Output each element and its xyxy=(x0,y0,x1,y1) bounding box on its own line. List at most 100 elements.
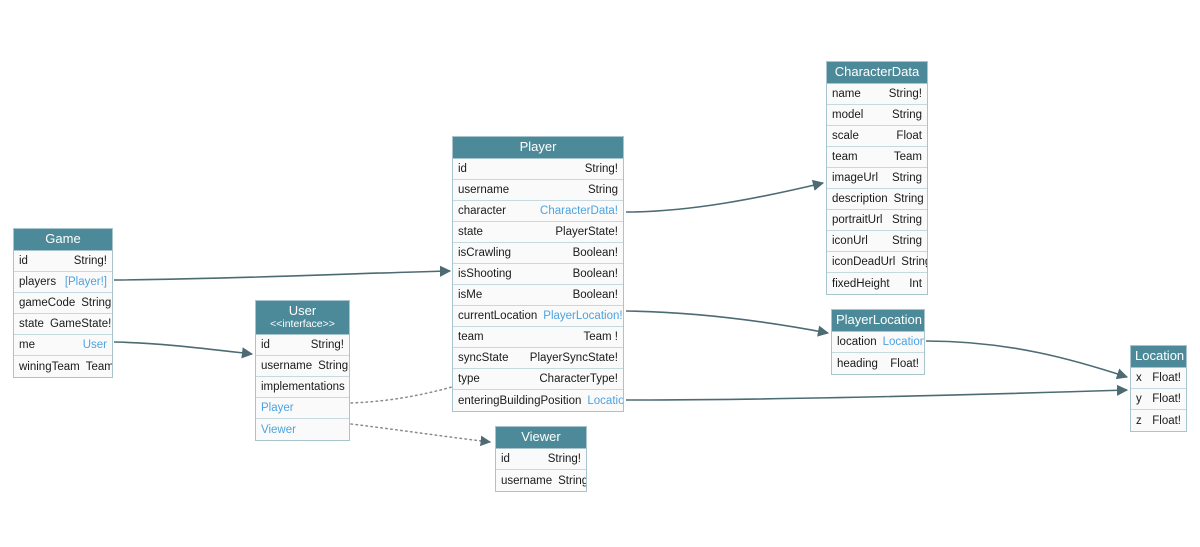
field-name: isCrawling xyxy=(458,247,512,259)
field-name: id xyxy=(19,255,28,267)
field-name: syncState xyxy=(458,352,509,364)
table-row[interactable]: gameCode String! xyxy=(14,293,112,314)
table-row[interactable]: type CharacterType! xyxy=(453,369,623,390)
table-row[interactable]: team Team xyxy=(827,147,927,168)
table-row[interactable]: name String! xyxy=(827,84,927,105)
entity-viewer[interactable]: Viewer id String! username String xyxy=(495,426,587,492)
field-name: team xyxy=(832,151,858,163)
entity-game[interactable]: Game id String! players [Player!] gameCo… xyxy=(13,228,113,378)
entity-location[interactable]: Location x Float! y Float! z Float! xyxy=(1130,345,1187,432)
entity-viewer-title: Viewer xyxy=(496,427,586,449)
implementation-name[interactable]: Player xyxy=(261,402,294,414)
table-row[interactable]: state GameState! xyxy=(14,314,112,335)
table-row[interactable]: isMe Boolean! xyxy=(453,285,623,306)
edge-player-enteringbuildingposition-to-location xyxy=(625,384,1129,401)
field-name: iconUrl xyxy=(832,235,868,247)
field-type[interactable]: CharacterData! xyxy=(540,205,618,217)
field-name: y xyxy=(1136,393,1142,405)
field-name: location xyxy=(837,336,877,348)
field-type[interactable]: Location xyxy=(587,394,623,407)
table-row[interactable]: z Float! xyxy=(1131,410,1186,431)
table-row[interactable]: location Location! xyxy=(832,332,924,353)
field-type: String xyxy=(901,256,927,268)
field-type: String xyxy=(891,235,922,247)
field-name: name xyxy=(832,88,861,100)
edge-playerlocation-location-to-location xyxy=(925,340,1129,380)
field-type: String xyxy=(891,214,922,226)
table-row[interactable]: winingTeam Team xyxy=(14,356,112,377)
table-row[interactable]: me User xyxy=(14,335,112,356)
table-row[interactable]: username String xyxy=(256,356,349,377)
entity-user-title: User <<interface>> xyxy=(256,301,349,335)
implementation-name[interactable]: Viewer xyxy=(261,423,296,436)
field-type: Float xyxy=(896,130,922,142)
field-name: id xyxy=(458,163,467,175)
field-name: players xyxy=(19,276,57,288)
table-row[interactable]: syncState PlayerSyncState! xyxy=(453,348,623,369)
table-row[interactable]: iconUrl String xyxy=(827,231,927,252)
table-row[interactable]: scale Float xyxy=(827,126,927,147)
field-name: username xyxy=(501,474,553,487)
entity-location-title: Location xyxy=(1131,346,1186,368)
implementation-viewer[interactable]: Viewer xyxy=(256,419,349,440)
table-row[interactable]: enteringBuildingPosition Location xyxy=(453,390,623,411)
table-row[interactable]: x Float! xyxy=(1131,368,1186,389)
table-row[interactable]: isShooting Boolean! xyxy=(453,264,623,285)
field-name: state xyxy=(19,318,44,330)
table-row[interactable]: isCrawling Boolean! xyxy=(453,243,623,264)
field-name: iconDeadUrl xyxy=(832,256,896,268)
field-name: isShooting xyxy=(458,268,512,280)
table-row[interactable]: players [Player!] xyxy=(14,272,112,293)
table-row[interactable]: currentLocation PlayerLocation! xyxy=(453,306,623,327)
table-row[interactable]: username String xyxy=(496,470,586,491)
table-row[interactable]: description String xyxy=(827,189,927,210)
table-row[interactable]: id String! xyxy=(256,335,349,356)
edge-player-character-to-characterdata xyxy=(625,179,825,213)
field-type: Boolean! xyxy=(572,247,618,259)
field-type: Team xyxy=(85,360,112,373)
table-row[interactable]: fixedHeight Int xyxy=(827,273,927,294)
field-name: team xyxy=(458,331,484,343)
field-type: Float! xyxy=(1152,393,1181,405)
field-name: currentLocation xyxy=(458,310,538,322)
table-row[interactable]: heading Float! xyxy=(832,353,924,374)
entity-characterdata[interactable]: CharacterData name String! model String … xyxy=(826,61,928,295)
field-name: scale xyxy=(832,130,859,142)
field-type[interactable]: PlayerLocation! xyxy=(543,310,623,322)
field-type: String xyxy=(893,193,924,205)
table-row[interactable]: character CharacterData! xyxy=(453,201,623,222)
field-name: me xyxy=(19,339,35,351)
entity-characterdata-title: CharacterData xyxy=(827,62,927,84)
field-type[interactable]: User xyxy=(82,339,107,351)
field-type: Float! xyxy=(1152,372,1181,384)
entity-user[interactable]: User <<interface>> id String! username S… xyxy=(255,300,350,441)
field-name: type xyxy=(458,373,480,385)
field-name: x xyxy=(1136,372,1142,384)
field-type[interactable]: Location! xyxy=(882,336,924,348)
field-type[interactable]: [Player!] xyxy=(64,276,107,288)
field-type: GameState! xyxy=(49,318,112,330)
implementation-player[interactable]: Player xyxy=(256,398,349,419)
field-name: id xyxy=(501,453,510,465)
entity-playerlocation[interactable]: PlayerLocation location Location! headin… xyxy=(831,309,925,375)
table-row[interactable]: portraitUrl String xyxy=(827,210,927,231)
field-name: model xyxy=(832,109,864,121)
field-name: heading xyxy=(837,357,878,370)
table-row[interactable]: imageUrl String xyxy=(827,168,927,189)
table-row[interactable]: iconDeadUrl String xyxy=(827,252,927,273)
table-row[interactable]: id String! xyxy=(496,449,586,470)
edge-game-me-to-user xyxy=(113,341,254,359)
field-name: description xyxy=(832,193,888,205)
table-row[interactable]: username String xyxy=(453,180,623,201)
field-type: String xyxy=(891,172,922,184)
table-row[interactable]: state PlayerState! xyxy=(453,222,623,243)
field-type: Boolean! xyxy=(572,268,618,280)
entity-player[interactable]: Player id String! username String charac… xyxy=(452,136,624,412)
edge-user-implements-viewer xyxy=(350,423,492,447)
table-row[interactable]: id String! xyxy=(14,251,112,272)
field-type: String xyxy=(558,474,586,487)
table-row[interactable]: team Team ! xyxy=(453,327,623,348)
table-row[interactable]: model String xyxy=(827,105,927,126)
table-row[interactable]: y Float! xyxy=(1131,389,1186,410)
table-row[interactable]: id String! xyxy=(453,159,623,180)
